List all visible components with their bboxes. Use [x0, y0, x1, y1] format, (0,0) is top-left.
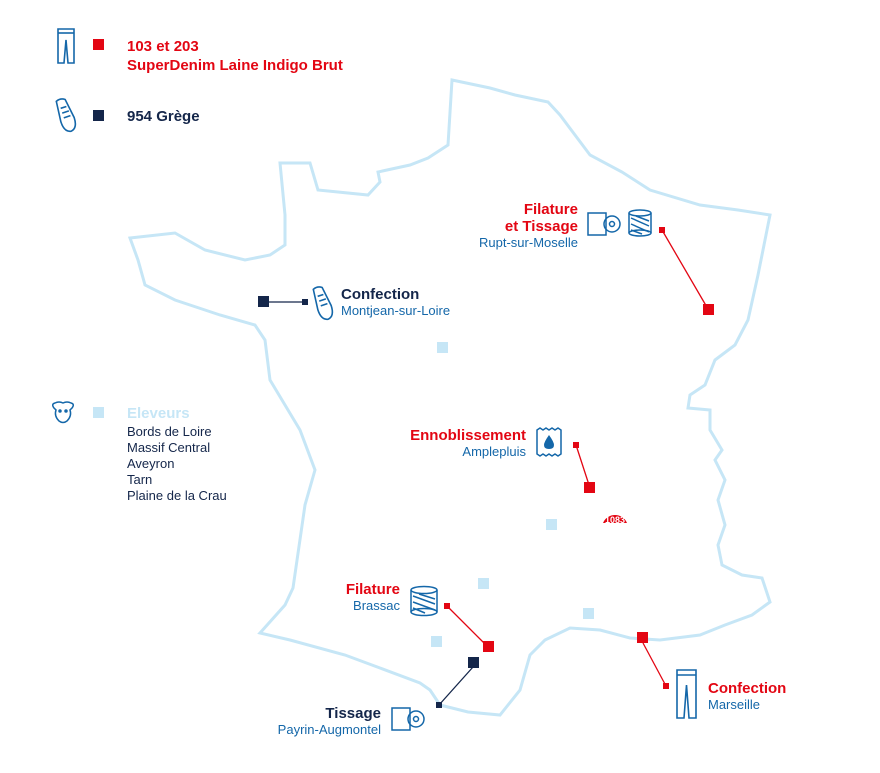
- site-payrin: Tissage Payrin-Augmontel: [278, 657, 479, 737]
- legend-breeders-region: Tarn: [127, 472, 152, 487]
- fabric-roll-icon: [587, 212, 621, 236]
- dot: [436, 702, 442, 708]
- site-montjean-marker: [258, 296, 269, 307]
- site-amplepluis: Ennoblissement Amplepluis 1083: [410, 427, 627, 525]
- site-amplepluis-marker: [584, 482, 595, 493]
- dot: [302, 299, 308, 305]
- leader-line: [642, 642, 667, 687]
- breeder-marker: [437, 342, 448, 353]
- legend-red-marker: [93, 39, 104, 50]
- legend-breeders-region: Plaine de la Crau: [127, 488, 227, 503]
- site-brassac-marker: [483, 641, 494, 652]
- legend-navy-marker: [93, 110, 104, 121]
- site-brassac-city: Brassac: [353, 598, 400, 613]
- legend-breeders-region: Bords de Loire: [127, 424, 212, 439]
- water-drop-fabric-icon: [536, 427, 562, 457]
- site-brassac: Filature Brassac: [346, 581, 494, 652]
- fabric-roll-icon: [391, 707, 425, 731]
- legend-breeders-region: Aveyron: [127, 456, 174, 471]
- leader-line: [446, 605, 489, 648]
- legend-breeders-title: Eleveurs: [127, 405, 190, 422]
- badge-text: 1083: [605, 515, 625, 525]
- breeder-marker: [431, 636, 442, 647]
- legend-navy-label: 954 Grège: [127, 108, 200, 125]
- site-marseille: Confection Marseille: [637, 632, 786, 719]
- site-rupt: Filature et Tissage Rupt-sur-Moselle: [479, 201, 714, 315]
- dot: [444, 603, 450, 609]
- dot: [659, 227, 665, 233]
- legend-red-line1: 103 et 203: [127, 38, 199, 55]
- site-montjean: Confection Montjean-sur-Loire: [258, 286, 450, 321]
- jeans-icon: [57, 28, 75, 64]
- legend-red-line2: SuperDenim Laine Indigo Brut: [127, 57, 343, 74]
- brand-badge-icon: 1083: [603, 515, 627, 525]
- yarn-spool-icon: [410, 585, 438, 617]
- shoe-icon: [55, 98, 77, 133]
- sheep-icon: [51, 401, 75, 424]
- legend-breeders-region: Massif Central: [127, 440, 210, 455]
- site-payrin-city: Payrin-Augmontel: [278, 722, 381, 737]
- leader-line: [661, 229, 709, 310]
- yarn-spool-icon: [628, 209, 652, 237]
- site-marseille-city: Marseille: [708, 697, 760, 712]
- site-marseille-marker: [637, 632, 648, 643]
- site-amplepluis-city: Amplepluis: [462, 444, 526, 459]
- dot: [663, 683, 669, 689]
- site-brassac-name: Filature: [346, 581, 400, 598]
- site-rupt-marker: [703, 304, 714, 315]
- france-outline: [127, 78, 772, 717]
- breeder-marker: [478, 578, 489, 589]
- site-payrin-marker: [468, 657, 479, 668]
- site-amplepluis-name: Ennoblissement: [410, 427, 526, 444]
- site-rupt-name-1: Filature: [524, 201, 578, 218]
- site-montjean-name: Confection: [341, 286, 419, 303]
- breeder-marker: [546, 519, 557, 530]
- site-rupt-city: Rupt-sur-Moselle: [479, 235, 578, 250]
- dot: [573, 442, 579, 448]
- leader-line: [438, 666, 474, 706]
- site-montjean-city: Montjean-sur-Loire: [341, 303, 450, 318]
- breeder-marker: [583, 608, 594, 619]
- site-marseille-name: Confection: [708, 680, 786, 697]
- jeans-icon: [676, 669, 697, 719]
- shoe-icon: [312, 286, 334, 321]
- site-payrin-name: Tissage: [325, 705, 381, 722]
- site-rupt-name-2: et Tissage: [505, 218, 578, 235]
- leader-line: [575, 444, 591, 489]
- legend-breeders-marker: [93, 407, 104, 418]
